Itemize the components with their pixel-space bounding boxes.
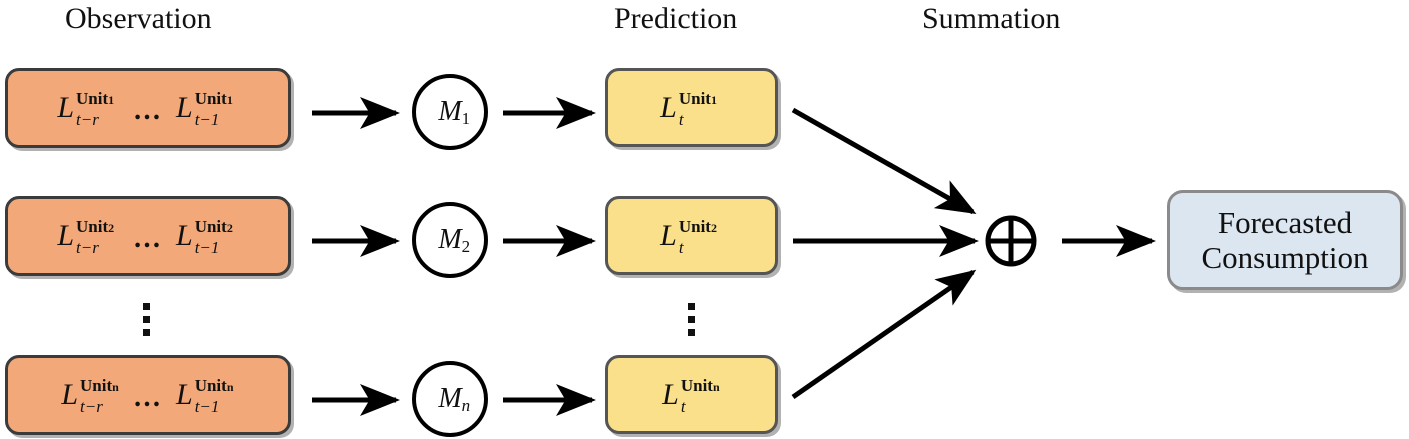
vertical-ellipsis-prediction [688, 303, 695, 336]
column-header-observation: Observation [65, 2, 212, 35]
term-last: L Unit1 t−1 [176, 89, 233, 129]
term-first: L Unit1 t−r [57, 89, 115, 129]
result-line-2: Consumption [1201, 240, 1369, 275]
horizontal-ellipsis: … [133, 95, 163, 126]
observation-label-unitn: L Unitn t−r … L Unitn t−1 [61, 376, 234, 416]
prediction-label-unit1: L Unit1 t [660, 88, 717, 129]
term-first: L Unit2 t−r [57, 217, 115, 257]
observation-label-unit2: L Unit2 t−r … L Unit2 t−1 [57, 217, 238, 257]
prediction-box-unit2: L Unit2 t [605, 196, 778, 275]
forecasted-consumption-box: Forecasted Consumption [1167, 190, 1403, 290]
observation-box-unitn: L Unitn t−r … L Unitn t−1 [5, 355, 291, 435]
term-first: L Unitn t−r [61, 376, 119, 416]
result-line-1: Forecasted [1217, 204, 1353, 240]
horizontal-ellipsis: … [133, 223, 163, 254]
prediction-box-unit1: L Unit1 t [605, 68, 778, 147]
column-header-summation: Summation [922, 2, 1061, 35]
term-last: L Unit2 t−1 [176, 217, 233, 257]
prediction-label-unitn: L Unitn t [662, 375, 720, 416]
arrow-pred-to-sum-1 [791, 107, 977, 215]
prediction-box-unitn: L Unitn t [605, 355, 778, 434]
column-header-prediction: Prediction [614, 2, 738, 35]
prediction-label-unit2: L Unit2 t [660, 216, 717, 257]
observation-box-unit2: L Unit2 t−r … L Unit2 t−1 [5, 196, 291, 276]
horizontal-ellipsis: … [133, 382, 163, 413]
arrow-pred-to-sum-n [791, 269, 977, 400]
term-last: L Unitn t−1 [176, 376, 234, 416]
observation-label-unit1: L Unit1 t−r … L Unit1 t−1 [57, 89, 238, 129]
circled-plus-icon [985, 215, 1037, 267]
observation-box-unit1: L Unit1 t−r … L Unit1 t−1 [5, 68, 291, 148]
vertical-ellipsis-observation [143, 303, 150, 336]
